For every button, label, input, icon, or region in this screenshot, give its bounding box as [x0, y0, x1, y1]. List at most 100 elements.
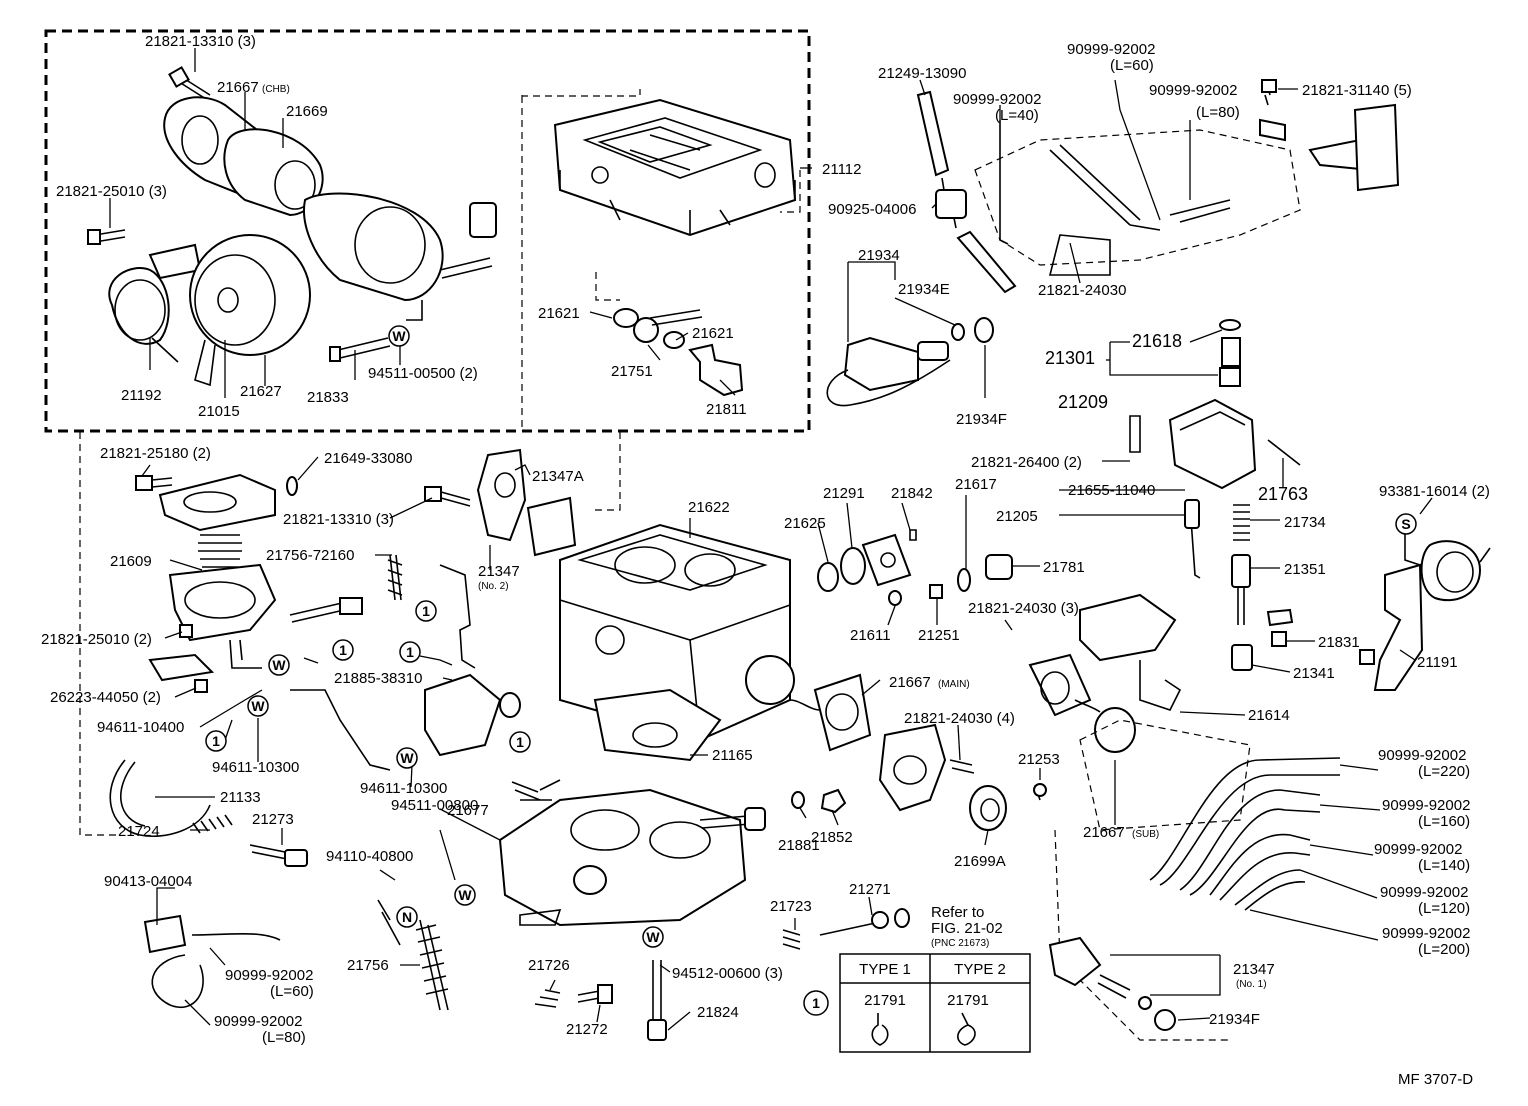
type2-header: TYPE 2 — [954, 961, 1006, 978]
label-21781: 21781 — [1043, 559, 1085, 576]
label-21723: 21723 — [770, 898, 812, 915]
type-table: TYPE 1 TYPE 2 21791 21791 1 — [803, 953, 1031, 1053]
label-21347-no1: 21347 — [1233, 961, 1275, 978]
svg-text:1: 1 — [406, 644, 414, 660]
leader-lines — [109, 48, 1433, 1031]
drawing-code: MF 3707-D — [1398, 1071, 1473, 1088]
label-94511-00500: 94511-00500 (2) — [368, 365, 478, 382]
label-90999-60: 90999-92002 — [225, 967, 313, 984]
svg-text:1: 1 — [339, 642, 347, 658]
label-93381-16014: 93381-16014 (2) — [1379, 483, 1490, 500]
choke-assembly-boundary — [44, 29, 811, 433]
label-80: (L=80) — [262, 1029, 306, 1046]
label-21209: 21209 — [1058, 392, 1108, 412]
leader-21112-frame — [780, 170, 801, 213]
sub-diaphragm-21667 — [1028, 593, 1251, 831]
label-21667-sub: 21667 — [1083, 824, 1125, 841]
callout-w-a: W — [388, 325, 410, 347]
lower-right-hoses — [1048, 757, 1341, 1041]
label-21756: 21756 — [347, 957, 389, 974]
callout-w-f: W — [642, 926, 664, 948]
label-no1: (No. 1) — [1236, 979, 1267, 990]
label-94611-10300-a: 94611-10300 — [212, 759, 299, 776]
label-main: (MAIN) — [938, 679, 970, 690]
label-94511-00800: 94511-00800 — [391, 797, 478, 814]
label-21821-25010-3: 21821-25010 (3) — [56, 183, 167, 200]
label-21751: 21751 — [611, 363, 653, 380]
type2-part: 21791 — [947, 992, 989, 1009]
svg-text:W: W — [251, 698, 265, 714]
label-21611: 21611 — [850, 627, 891, 644]
label-26223-44050: 26223-44050 (2) — [50, 689, 161, 706]
callout-w-c: W — [247, 695, 269, 717]
label-90999-l120: 90999-92002 — [1380, 884, 1468, 901]
label-refer-3: (PNC 21673) — [931, 938, 989, 949]
label-l140: (L=140) — [1418, 857, 1470, 874]
svg-text:W: W — [272, 657, 286, 673]
label-94611-10400: 94611-10400 — [97, 719, 184, 736]
label-90999-l40: 90999-92002 — [953, 91, 1041, 108]
label-21192: 21192 — [121, 387, 162, 404]
label-21621-a: 21621 — [538, 305, 580, 322]
svg-text:W: W — [646, 929, 660, 945]
svg-text:1: 1 — [212, 733, 220, 749]
clip-type1-icon — [871, 1013, 889, 1046]
label-90999-l60: 90999-92002 — [1067, 41, 1155, 58]
label-21821-31140: 21821-31140 (5) — [1302, 82, 1412, 99]
label-21881: 21881 — [778, 837, 820, 854]
label-21614: 21614 — [1248, 707, 1290, 724]
type-table-callout: 1 — [812, 995, 820, 1011]
21209-solenoid — [1129, 398, 1301, 490]
label-21347a: 21347A — [532, 468, 584, 485]
svg-text:1: 1 — [516, 734, 524, 750]
label-21622: 21622 — [688, 499, 730, 516]
label-21133: 21133 — [220, 789, 261, 806]
callout-n: N — [396, 906, 418, 928]
air-horn-small-parts — [613, 308, 744, 397]
air-horn-group-boundary — [521, 89, 641, 431]
label-21821-24030-4: 21821-24030 (4) — [904, 710, 1015, 727]
label-21649-33080: 21649-33080 — [324, 450, 412, 467]
label-l120: (L=120) — [1418, 900, 1470, 917]
21191-dashpot — [1359, 520, 1491, 691]
leader-choke-down — [79, 432, 120, 836]
label-21821-24030-3: 21821-24030 (3) — [968, 600, 1079, 617]
label-94611-10300-b: 94611-10300 — [360, 780, 447, 797]
label-21824: 21824 — [697, 1004, 739, 1021]
label-sub: (SUB) — [1132, 829, 1159, 840]
label-21724: 21724 — [118, 823, 160, 840]
label-21821-24030: 21821-24030 — [1038, 282, 1126, 299]
label-90999-l200: 90999-92002 — [1382, 925, 1470, 942]
label-21273: 21273 — [252, 811, 294, 828]
label-90999-l220: 90999-92002 — [1378, 747, 1466, 764]
callout-w-e: W — [454, 884, 476, 906]
throttle-body-lower — [498, 779, 1047, 1041]
label-21667-main: 21667 — [889, 674, 931, 691]
label-21699a: 21699A — [954, 853, 1006, 870]
label-21351: 21351 — [1284, 561, 1326, 578]
label-21621-b: 21621 — [692, 325, 734, 342]
left-middle-parts — [135, 448, 577, 771]
label-21667-chb: 21667 — [217, 79, 259, 96]
label-chb: (CHB) — [262, 84, 290, 95]
air-horn-21112 — [553, 98, 797, 237]
label-21934: 21934 — [858, 247, 900, 264]
label-21191: 21191 — [1417, 654, 1458, 671]
label-21301: 21301 — [1045, 348, 1095, 368]
callout-w-b: W — [268, 654, 290, 676]
callout-1-d: 1 — [205, 730, 227, 752]
label-21341: 21341 — [1293, 665, 1335, 682]
carburetor-body-21622 — [559, 523, 795, 762]
callout-w-d: W — [396, 747, 418, 769]
label-21627: 21627 — [240, 383, 282, 400]
choke-assembly-parts — [87, 66, 497, 387]
label-21609: 21609 — [110, 553, 152, 570]
label-l160: (L=160) — [1418, 813, 1470, 830]
label-21253: 21253 — [1018, 751, 1060, 768]
label-21852: 21852 — [811, 829, 853, 846]
label-21821-25010-2: 21821-25010 (2) — [41, 631, 152, 648]
label-l60: (L=60) — [1110, 57, 1154, 74]
21351-21341-stack — [1184, 499, 1294, 671]
label-21821-13310-3: 21821-13310 (3) — [145, 33, 256, 50]
label-21763: 21763 — [1258, 484, 1308, 504]
